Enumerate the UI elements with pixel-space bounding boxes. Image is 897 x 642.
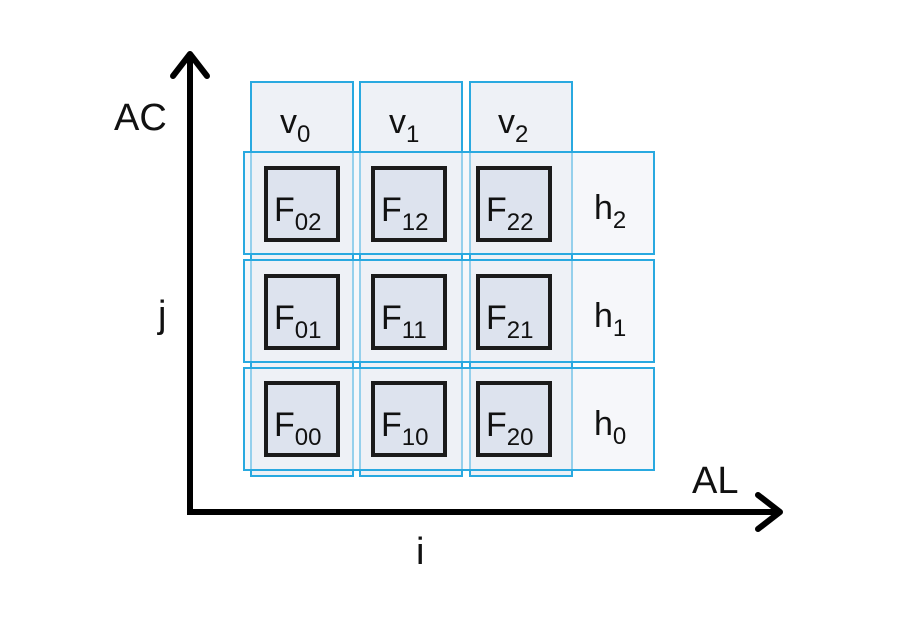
axis-labels: AC AL j i (114, 97, 738, 573)
row-label-h1: h1 (594, 297, 626, 342)
f-cell-label-02: F02 (274, 191, 321, 236)
f-cell-box-01 (264, 274, 340, 350)
f-cells (264, 166, 552, 457)
y-axis-label: AC (114, 97, 167, 139)
f-cell-box-11 (371, 274, 447, 350)
f-cell-label-11: F11 (381, 299, 427, 344)
i-label: i (416, 531, 424, 573)
row-label-h0: h0 (594, 405, 626, 450)
f-cell-label-00: F00 (274, 406, 321, 451)
f-cell-box-02 (264, 166, 340, 242)
f-cell-box-21 (476, 274, 552, 350)
f-cell-label-20: F20 (486, 406, 533, 451)
f-cell-label-12: F12 (381, 191, 428, 236)
row-labels: h2 h1 h0 (594, 189, 626, 450)
column-label-v0: v0 (280, 103, 310, 148)
column-label-v2: v2 (498, 103, 528, 148)
y-axis-arrowhead (170, 51, 210, 79)
f-cell-box-12 (371, 166, 447, 242)
j-label: j (157, 294, 166, 336)
axes (170, 51, 783, 532)
f-cell-box-00 (264, 381, 340, 457)
f-cell-label-10: F10 (381, 406, 428, 451)
f-cell-box-10 (371, 381, 447, 457)
f-cell-label-01: F01 (274, 299, 321, 344)
f-cell-label-22: F22 (486, 191, 533, 236)
f-cell-labels: F02 F12 F22 F01 F11 F21 F00 F10 F20 (274, 191, 533, 451)
row-label-h2: h2 (594, 189, 626, 234)
column-label-v1: v1 (389, 103, 419, 148)
x-axis-arrowhead (755, 492, 783, 532)
f-cell-box-20 (476, 381, 552, 457)
f-cell-label-21: F21 (486, 299, 533, 344)
x-axis-label: AL (692, 460, 738, 502)
column-labels: v0 v1 v2 (280, 103, 528, 148)
f-cell-box-22 (476, 166, 552, 242)
